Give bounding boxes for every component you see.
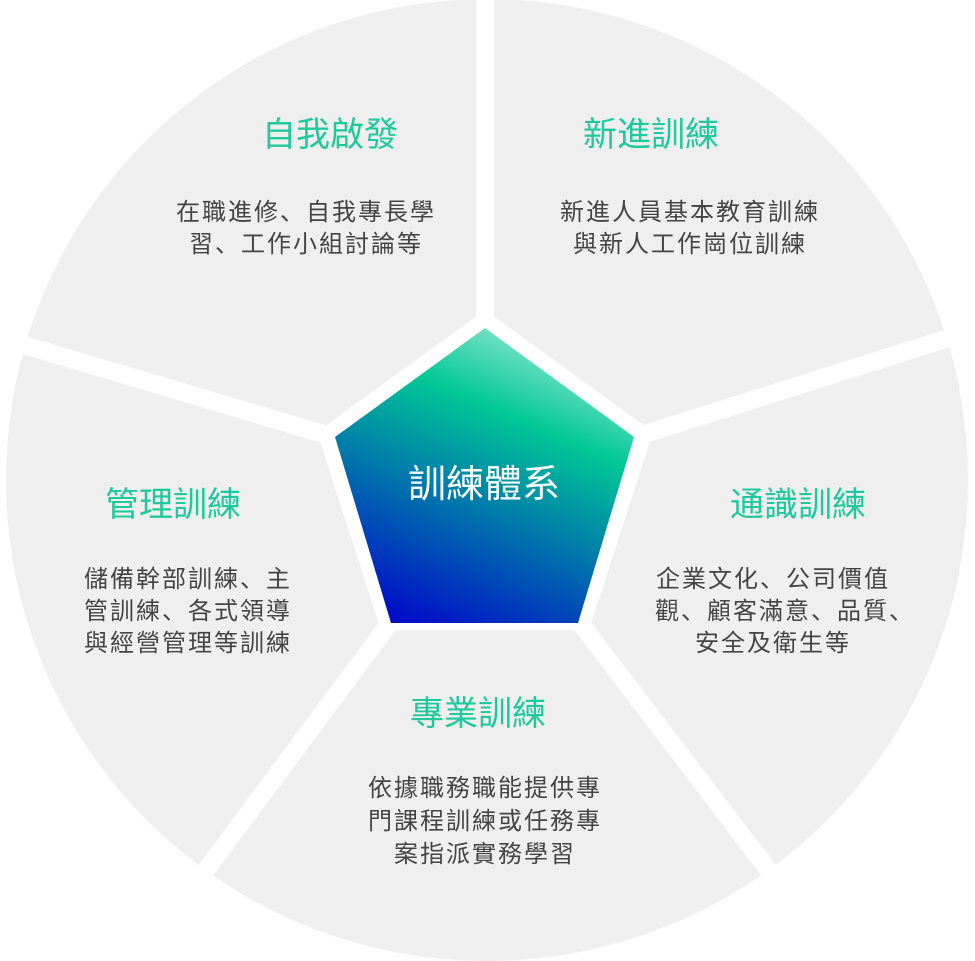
segment-text-line: 在職進修、自我專長學 <box>176 198 436 226</box>
segment-title: 自我啟發 <box>262 115 398 155</box>
segment-title: 通識訓練 <box>730 485 866 525</box>
segment-professional-training: 專業訓練 依據職務職能提供專 門課程訓練或任務專 案指派實務學習 <box>368 694 602 868</box>
center-label: 訓練體系 <box>408 462 560 506</box>
segment-text-line: 觀、顧客滿意、品質、 <box>655 597 915 625</box>
segment-text-line: 儲備幹部訓練、主 <box>84 565 292 593</box>
center-pentagon <box>335 328 634 623</box>
segment-general-training: 通識訓練 企業文化、公司價值 觀、顧客滿意、品質、 安全及衛生等 <box>655 485 915 657</box>
segment-self-development: 自我啟發 在職進修、自我專長學 習、工作小組討論等 <box>176 115 436 258</box>
segment-text-line: 安全及衛生等 <box>695 629 851 657</box>
segment-new-hire-training: 新進訓練 新進人員基本教育訓練 與新人工作崗位訓練 <box>560 115 820 258</box>
segment-text-line: 企業文化、公司價值 <box>656 565 890 593</box>
segment-dividers <box>0 0 975 905</box>
segment-text-line: 管訓練、各式領導 <box>84 597 292 625</box>
segment-management-training: 管理訓練 儲備幹部訓練、主 管訓練、各式領導 與經營管理等訓練 <box>84 485 292 657</box>
segment-text-line: 案指派實務學習 <box>394 840 576 868</box>
segment-text-line: 習、工作小組討論等 <box>189 230 423 258</box>
segment-text-line: 門課程訓練或任務專 <box>368 807 602 835</box>
segment-title: 管理訓練 <box>105 485 241 525</box>
segment-text-line: 新進人員基本教育訓練 <box>560 198 820 226</box>
segment-title: 新進訓練 <box>583 115 719 155</box>
segment-text-line: 與經營管理等訓練 <box>84 629 292 657</box>
segment-text-line: 依據職務職能提供專 <box>368 774 602 802</box>
segment-text-line: 與新人工作崗位訓練 <box>573 230 807 258</box>
segment-title: 專業訓練 <box>410 694 546 734</box>
